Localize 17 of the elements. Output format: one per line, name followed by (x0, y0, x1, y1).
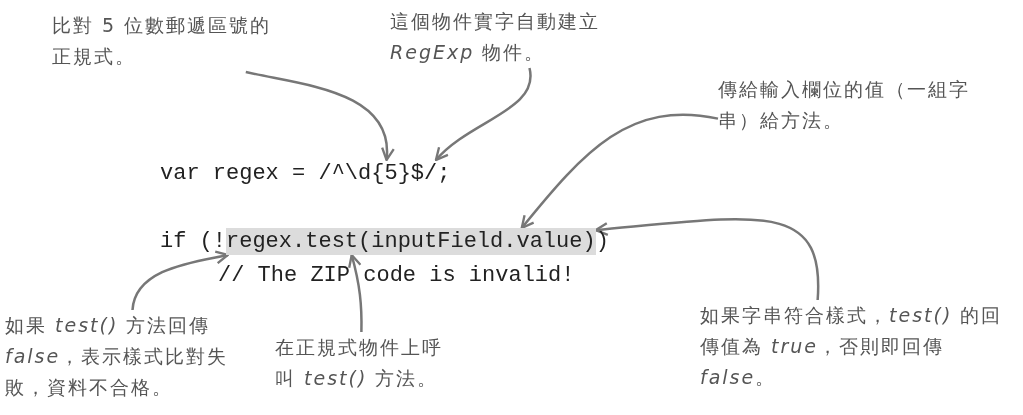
curved-arrow (434, 67, 532, 162)
callout-note: 如果字串符合樣式，test() 的回傳值為 true，否則即回傳 false。 (700, 300, 1018, 393)
callout-note: 如果 test() 方法回傳 false，表示樣式比對失敗，資料不合格。 (5, 310, 260, 403)
code-text: if (! (160, 228, 226, 255)
curved-arrow (131, 250, 230, 311)
callout-note: 傳給輸入欄位的值（一組字串）給方法。 (718, 74, 998, 136)
curved-arrow (347, 253, 363, 332)
curved-arrow (594, 218, 820, 300)
callout-note: 這個物件實字自動建立 RegExp 物件。 (390, 6, 615, 68)
code-comment: // The ZIP code is invalid! (218, 262, 575, 289)
code-text: ) (595, 228, 609, 255)
curved-arrow (245, 70, 394, 162)
highlighted-code: regex.test(inputField.value) (226, 228, 596, 255)
curved-arrow (520, 113, 719, 230)
callout-note: 在正規式物件上呼叫 test() 方法。 (275, 332, 455, 394)
callout-note: 比對 5 位數郵遞區號的正規式。 (52, 10, 280, 72)
code-line: var regex = /^\d{5}$/; (160, 160, 451, 187)
